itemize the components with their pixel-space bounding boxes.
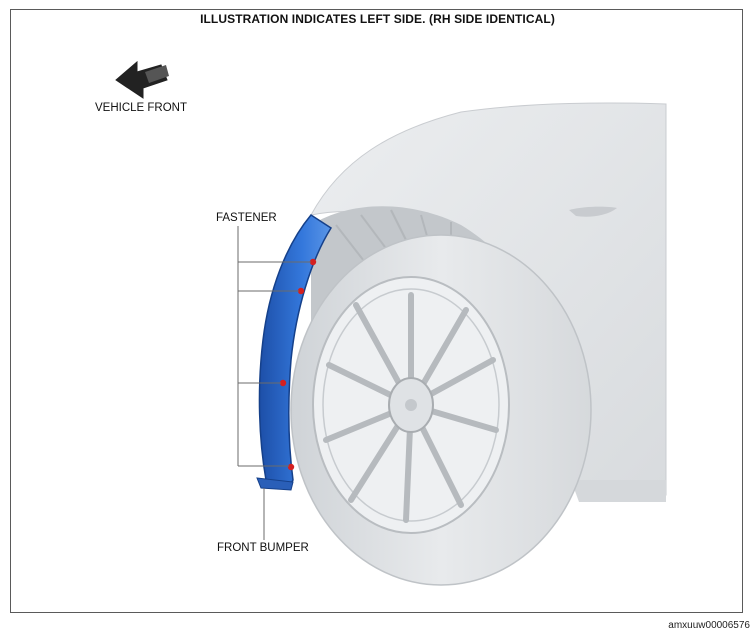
- fastener-marker-3: [279, 379, 287, 387]
- front-bumper-tab: [256, 477, 294, 491]
- fastener-marker-2: [297, 287, 305, 295]
- rocker-panel: [571, 480, 666, 502]
- rim-inner-ring: [322, 288, 500, 522]
- fastener-marker-4: [287, 463, 295, 471]
- vehicle-illustration: [115, 60, 667, 586]
- wheel-center-cap: [405, 399, 417, 411]
- reference-code: amxuuw00006576: [668, 620, 750, 631]
- fastener-markers: [279, 258, 317, 471]
- fastener-callout: FASTENER: [216, 212, 277, 224]
- diagram-frame: ILLUSTRATION INDICATES LEFT SIDE. (RH SI…: [10, 9, 743, 613]
- fastener-marker-1: [309, 258, 317, 266]
- door-handle: [569, 206, 617, 217]
- fastener-leader-lines: [237, 226, 311, 467]
- diagram-title: ILLUSTRATION INDICATES LEFT SIDE. (RH SI…: [200, 12, 555, 26]
- vehicle-front-arrow-icon: [115, 60, 169, 99]
- vehicle-front-label: VEHICLE FRONT: [95, 102, 188, 114]
- front-bumper-callout: FRONT BUMPER: [217, 542, 309, 554]
